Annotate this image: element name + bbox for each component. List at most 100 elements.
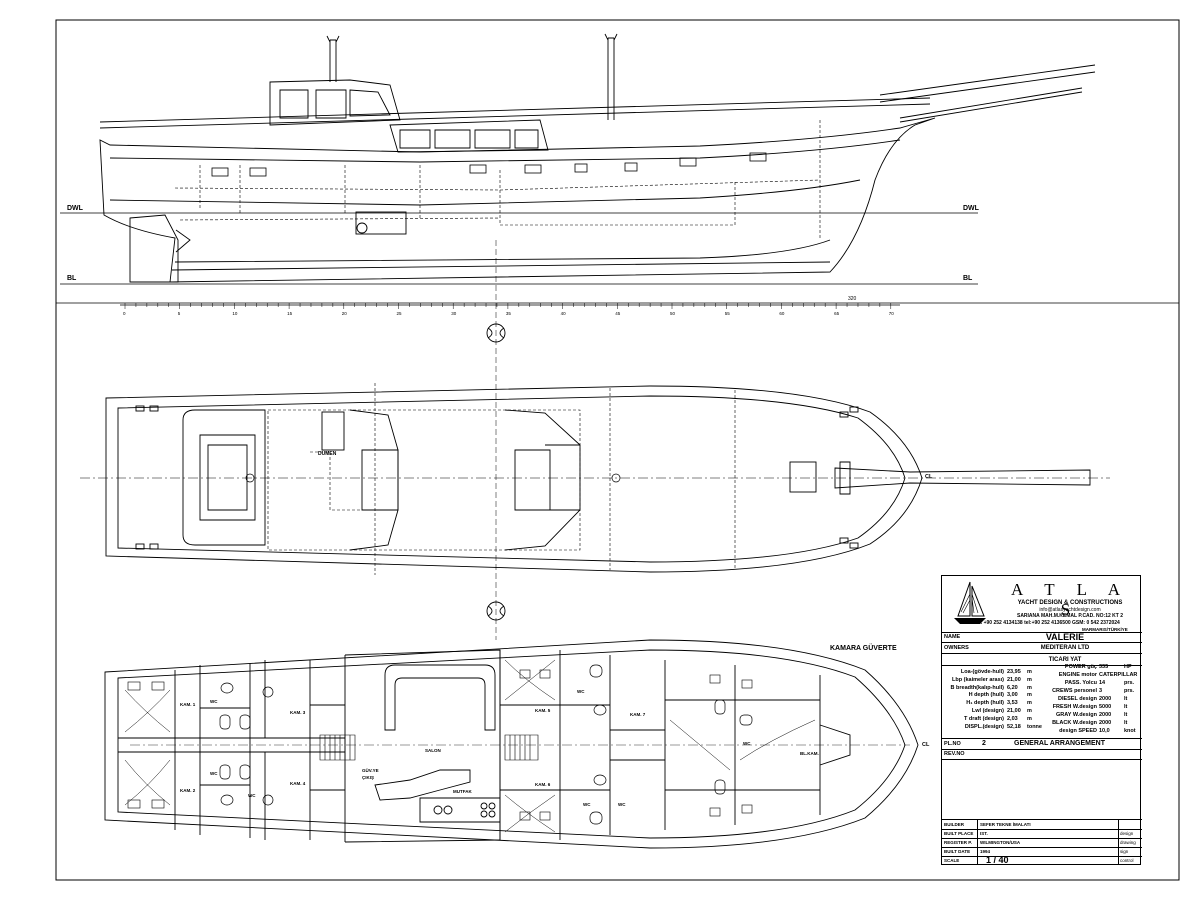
scale-tick-label: 60	[779, 311, 785, 316]
company-email: info@atlasyachtdesign.com	[1039, 607, 1101, 613]
owners-value: MEDITERAN LTD	[1040, 645, 1090, 651]
type-row: TICARI YAT	[942, 654, 1142, 666]
spec-value: 23,95	[1007, 669, 1021, 675]
spec-unit: knot	[1124, 728, 1136, 734]
sailboat-logo-icon	[954, 581, 986, 624]
deck-outline	[105, 385, 923, 573]
spec-unit: lt	[1124, 704, 1128, 710]
spec-label: design SPEED	[1059, 728, 1097, 734]
spec-unit: m	[1027, 684, 1032, 691]
builder-table-divider	[1118, 847, 1119, 856]
hull-profile	[99, 117, 936, 283]
builder-table-divider	[977, 820, 978, 829]
builder-table-divider	[1118, 820, 1119, 829]
spec-label: DIESEL design	[1057, 696, 1097, 702]
spec-unit: m	[1027, 669, 1032, 675]
deck-cl-label: CL	[925, 474, 933, 480]
owners-label: OWNERS	[944, 645, 969, 651]
room-salon: SALON	[425, 748, 441, 753]
spec-label: CREWS personel	[1052, 688, 1097, 694]
spec-value: 5000	[1099, 704, 1112, 710]
spec-label: B breadth(kalıp-hull)	[950, 684, 1004, 691]
builder-table-role: drawing	[1120, 840, 1136, 845]
bowsprit	[879, 64, 1096, 123]
scale-tick-label: 15	[287, 311, 293, 316]
room-wc-6: WC	[618, 802, 626, 807]
spec-unit: lt	[1124, 696, 1128, 702]
builder-table-label: BUILT PLACE	[944, 831, 974, 836]
builder-table-divider	[1118, 856, 1119, 865]
owners-row: OWNERS MEDITERAN LTD	[942, 643, 1142, 654]
spec-value: CATERPILLAR	[1099, 672, 1138, 678]
spec-unit: m	[1027, 708, 1032, 714]
spec-value: 3	[1099, 688, 1103, 694]
midship-symbol-bottom	[486, 601, 506, 621]
plno-row: PL.NO 2 GENERAL ARRANGEMENT	[942, 739, 1142, 750]
room-kam5: KAM. 5	[535, 708, 551, 713]
revno-row: REV.NO	[942, 750, 1142, 760]
spec-value: 2000	[1099, 712, 1112, 718]
spec-label: Loa-(gövde-hull)	[960, 669, 1004, 675]
builder-table-value: SEFER TEKNE İMALATI	[980, 822, 1031, 827]
spec-label: Lbp (kaimeler arası)	[952, 676, 1004, 683]
spec-value: 52,18	[1007, 723, 1021, 730]
profile-view	[99, 33, 1096, 283]
spec-label: H₁ depth (hull)	[966, 700, 1004, 707]
company-header: A T L A S YACHT DESIGN & CONSTRUCTIONS i…	[942, 576, 1142, 633]
scale-tick-label: 50	[670, 311, 676, 316]
room-wc-2: WC	[210, 771, 218, 776]
scale-tick-label: 30	[451, 311, 457, 316]
room-cikis: ÇIKIŞ	[362, 775, 374, 780]
builder-table-label: REGISTER P.	[944, 840, 972, 845]
scale-tick-label: 10	[232, 311, 238, 316]
spec-unit: prs.	[1124, 688, 1135, 694]
room-wc-4: WC	[577, 689, 585, 694]
spec-value: 2000	[1099, 696, 1112, 702]
scale-tick-label: 40	[561, 311, 567, 316]
room-kam6: KAM. 6	[535, 782, 551, 787]
spec-label: PASS. Yolcu	[1064, 680, 1097, 686]
revno-label: REV.NO	[944, 751, 965, 757]
scale-tick-label: 20	[342, 311, 348, 316]
mizzen-mast	[607, 37, 615, 120]
room-guverte: GÜV.YE	[362, 767, 379, 773]
builder-table-value: 1 / 40	[986, 855, 1009, 865]
plan-title: GENERAL ARRANGEMENT	[1014, 740, 1106, 747]
spec-value: 3,00	[1007, 692, 1018, 699]
spec-value: 21,00	[1007, 708, 1021, 714]
scale-tick-label: 55	[725, 311, 731, 316]
spec-value: 3,53	[1007, 700, 1018, 707]
room-kam2: KAM. 2	[180, 788, 196, 793]
spec-value: 10,0	[1099, 728, 1110, 734]
drawing-border	[55, 19, 1180, 881]
room-kam4: KAM. 4	[290, 781, 306, 786]
title-block: A T L A S YACHT DESIGN & CONSTRUCTIONS i…	[941, 575, 1142, 866]
builder-table-value: 1994	[980, 849, 991, 854]
spec-unit: prs.	[1124, 680, 1135, 686]
scale-tick-label: 70	[889, 311, 895, 316]
salon-sofa	[384, 664, 496, 731]
scale-tick-label: 0	[123, 311, 126, 316]
builder-table-role: sign	[1120, 849, 1129, 854]
scale-tick-label: 5	[178, 311, 181, 316]
builder-table-role: control	[1120, 858, 1134, 863]
builder-table-divider	[1118, 829, 1119, 838]
spec-label: POWER güç	[1064, 664, 1097, 670]
engine-symbol	[355, 211, 407, 235]
dumen-label: DÜMEN	[318, 450, 337, 457]
scale-tick-label: 45	[615, 311, 621, 316]
room-kam7: KAM. 7	[630, 712, 646, 717]
main-mast	[329, 39, 337, 82]
room-wc-7: WC	[743, 741, 751, 746]
builder-table-divider	[977, 847, 978, 856]
spec-value: 21,00	[1007, 676, 1021, 683]
scale-end-label: 320	[848, 296, 857, 302]
spec-label: BLACK W.design	[1052, 720, 1097, 726]
spec-label: T draft (design)	[963, 715, 1004, 722]
cabin-deck-outline	[104, 639, 919, 849]
company-brand: A T L A S	[1011, 580, 1129, 619]
